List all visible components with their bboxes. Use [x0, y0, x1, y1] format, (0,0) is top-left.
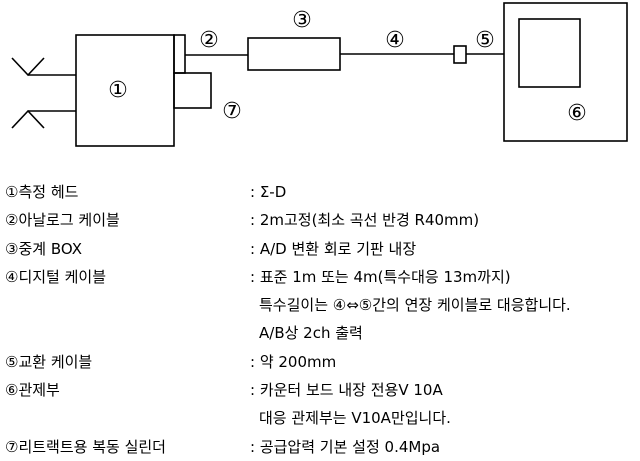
legend-row-analog-cable: ②아날로그 케이블 : 2m고정(최소 곡선 반경 R40mm) [0, 206, 640, 234]
controller-display [518, 18, 581, 88]
legend-row-relay-box: ③중계 BOX : A/D 변환 회로 기판 내장 [0, 235, 640, 263]
relay-box [247, 37, 341, 71]
legend-desc: : 카운터 보드 내장 전용V 10A [250, 381, 443, 400]
legend-name: ③중계 BOX [5, 239, 82, 258]
legend-name: ②아날로그 케이블 [5, 211, 120, 230]
legend-row-controller: ⑥관제부 : 카운터 보드 내장 전용V 10A [0, 376, 640, 404]
legend-desc: : 표준 1m 또는 4m(특수대응 13m까지) [250, 267, 511, 286]
legend-name: ⑤교환 케이블 [5, 352, 93, 371]
controller-outer-box [503, 2, 628, 142]
legend-row-controller-note: 대응 관제부는 V10A만입니다. [0, 404, 640, 432]
double-acting-cylinder-box [173, 72, 212, 109]
component-legend: ①측정 헤드 : Σ-D ②아날로그 케이블 : 2m고정(최소 곡선 반경 R… [0, 178, 640, 461]
callout-3: ③ [292, 8, 312, 33]
system-diagram: ① ② ③ ④ ⑤ ⑥ ⑦ [11, 2, 628, 147]
legend-desc: : A/D 변환 회로 기판 내장 [250, 239, 417, 258]
legend-name: ⑥관제부 [5, 381, 60, 400]
exchange-cable-connector [453, 45, 467, 64]
legend-desc: : 약 200mm [250, 352, 337, 371]
legend-desc: A/B상 2ch 출력 [259, 324, 363, 343]
probe-tip-lower [11, 109, 45, 129]
legend-desc: 특수길이는 ④⇔⑤간의 연장 케이블로 대응합니다. [259, 296, 571, 315]
callout-5: ⑤ [475, 28, 495, 53]
callout-2: ② [199, 28, 219, 53]
legend-row-exchange-cable: ⑤교환 케이블 : 약 200mm [0, 348, 640, 376]
legend-name: ①측정 헤드 [5, 183, 79, 201]
analog-cable-connector [173, 34, 186, 74]
legend-desc: 대응 관제부는 V10A만입니다. [259, 409, 451, 428]
legend-row-digital-cable: ④디지털 케이블 : 표준 1m 또는 4m(특수대응 13m까지) [0, 263, 640, 291]
legend-row-cylinder: ⑦리트랙트용 복동 실린더 : 공급압력 기본 설정 0.4Mpa [0, 433, 640, 461]
legend-row-digital-cable-note-2: A/B상 2ch 출력 [0, 319, 640, 347]
legend-name: ⑦리트랙트용 복동 실린더 [5, 437, 166, 456]
legend-row-measuring-head: ①측정 헤드 : Σ-D [0, 178, 640, 206]
legend-desc: : 공급압력 기본 설정 0.4Mpa [250, 437, 441, 456]
legend-row-digital-cable-note-1: 특수길이는 ④⇔⑤간의 연장 케이블로 대응합니다. [0, 291, 640, 319]
legend-desc: : Σ-D [250, 183, 287, 201]
callout-6: ⑥ [567, 101, 587, 126]
probe-tip-upper [11, 57, 45, 77]
callout-1: ① [108, 78, 128, 103]
legend-desc: : 2m고정(최소 곡선 반경 R40mm) [250, 211, 480, 230]
callout-7: ⑦ [222, 99, 242, 124]
legend-name: ④디지털 케이블 [5, 267, 107, 286]
callout-4: ④ [385, 28, 405, 53]
